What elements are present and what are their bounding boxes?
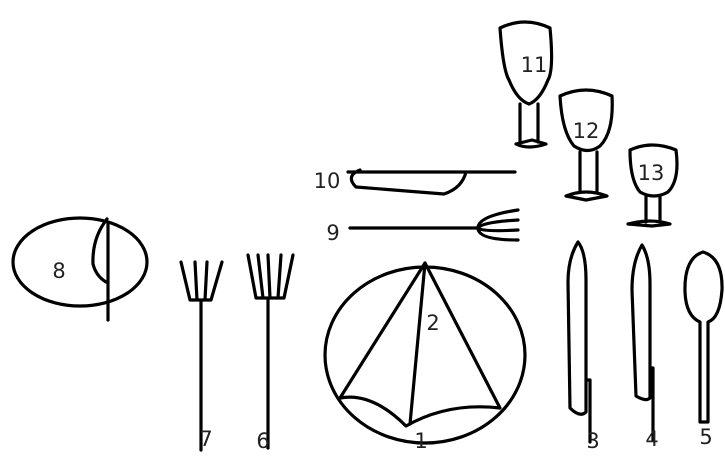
label-7: 7 (199, 427, 212, 451)
label-3: 3 (586, 429, 599, 453)
knife-icon (568, 242, 590, 442)
fork-icon (181, 262, 222, 450)
label-1: 1 (414, 429, 427, 453)
label-10: 10 (314, 169, 341, 193)
label-4: 4 (645, 427, 658, 451)
glass-icon (560, 90, 612, 200)
napkin-icon (340, 263, 500, 426)
fork-icon (248, 255, 293, 448)
glass-icon (628, 145, 677, 226)
label-9: 9 (326, 221, 339, 245)
spoon-icon (685, 252, 722, 422)
label-2: 2 (426, 311, 439, 335)
label-5: 5 (699, 425, 712, 449)
dessert-knife-icon (348, 170, 515, 194)
label-13: 13 (638, 161, 665, 185)
dessert-fork-icon (350, 210, 518, 240)
label-12: 12 (573, 119, 600, 143)
glass-icon (500, 22, 552, 147)
label-11: 11 (521, 53, 548, 77)
bread-plate (13, 218, 147, 306)
knife-icon (632, 245, 653, 440)
label-8: 8 (52, 259, 65, 283)
label-6: 6 (256, 429, 269, 453)
